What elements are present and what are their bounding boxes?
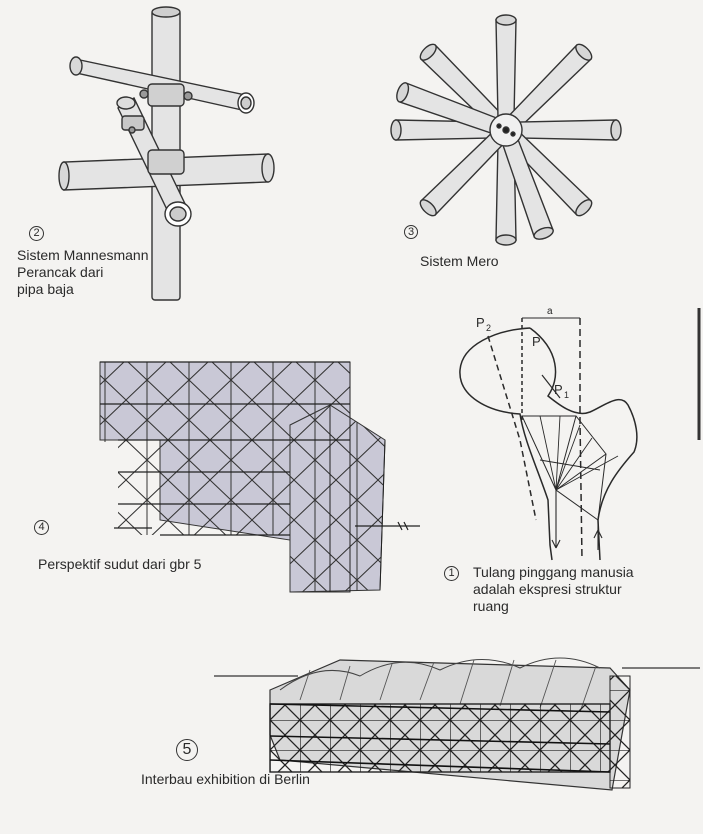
caption-fig4: Perspektif sudut dari gbr 5 [38, 556, 201, 573]
figure-number-1: 1 [444, 566, 459, 581]
label-a: a [547, 306, 553, 317]
caption-line: Perancak dari [17, 264, 104, 280]
label-p1-sub: 1 [564, 390, 569, 400]
figure-number-2: 2 [29, 226, 44, 241]
caption-line: pipa baja [17, 281, 74, 297]
interbau-exhibition-drawing [214, 657, 700, 791]
caption-fig3: Sistem Mero [420, 253, 499, 270]
caption-fig5: Interbau exhibition di Berlin [141, 771, 310, 788]
label-p2: P [476, 315, 485, 330]
figure-number-4: 4 [34, 520, 49, 535]
femur-labels: P 2 P P 1 a [476, 306, 569, 400]
caption-line: Sistem Mero [420, 253, 499, 269]
label-p1: P [554, 382, 563, 397]
mannesmann-scaffold-illustration [58, 6, 275, 301]
figure-number-5: 5 [176, 739, 198, 761]
caption-line: Perspektif sudut dari gbr 5 [38, 556, 202, 572]
caption-line: ruang [473, 598, 509, 614]
femur-bone-diagram [459, 317, 638, 561]
label-p: P [532, 334, 541, 349]
caption-line: Tulang pinggang manusia [473, 564, 634, 580]
mero-node-illustration [390, 14, 622, 246]
caption-fig2: Sistem Mannesmann Perancak dari pipa baj… [17, 247, 149, 298]
caption-fig1: Tulang pinggang manusia adalah ekspresi … [473, 564, 634, 615]
caption-line: Sistem Mannesmann [17, 247, 149, 263]
space-frame-perspective [99, 361, 420, 593]
figure-number-3: 3 [404, 225, 418, 239]
label-p2-sub: 2 [486, 323, 491, 333]
caption-line: adalah ekspresi struktur [473, 581, 622, 597]
caption-line: Interbau exhibition di Berlin [141, 771, 310, 787]
